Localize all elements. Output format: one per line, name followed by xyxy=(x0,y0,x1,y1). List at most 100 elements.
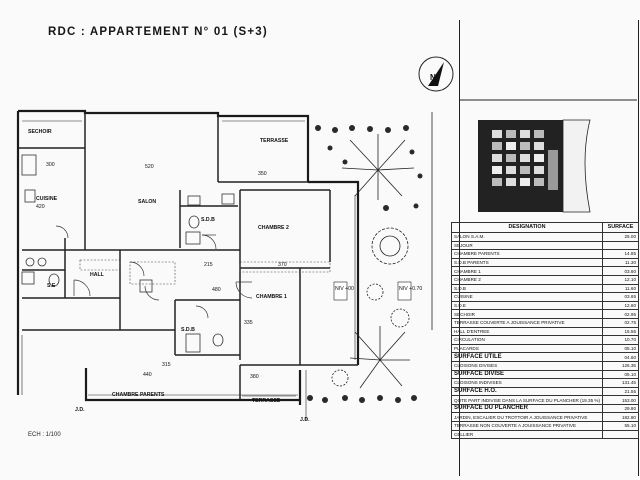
room-label-chambre2: CHAMBRE 2 xyxy=(258,225,289,231)
table-row: SEJOUR xyxy=(450,240,639,251)
shrub-icon xyxy=(383,205,389,211)
row-surface: 04.60 xyxy=(602,352,639,362)
garden-vegetation xyxy=(307,125,423,403)
row-designation: CHAMBRE PARENTS xyxy=(450,249,604,259)
bush-icon xyxy=(366,283,384,301)
shrub-icon xyxy=(403,125,409,131)
room-label-terrasse-top: TERRASSE xyxy=(260,138,289,144)
row-surface: 12.10 xyxy=(602,274,639,285)
level-label-1: NIV +00 xyxy=(335,286,354,292)
table-row: SURFACE H.O.21.55 xyxy=(450,386,639,397)
tree-canopy xyxy=(379,235,401,257)
row-designation: SEJOUR xyxy=(450,240,604,251)
row-surface: 11.60 xyxy=(602,283,639,294)
row-surface: 21.55 xyxy=(602,386,639,397)
placards xyxy=(79,259,331,285)
room-label-hall: HALL xyxy=(90,272,105,278)
row-designation: TERRASSE COUVERTE A JOUISSANCE PRIVATIVE xyxy=(450,317,604,328)
table-row: QOTE PART INDIVISE DANS LA SURFACE DU PL… xyxy=(450,395,639,405)
row-designation: CLOISONS INDIVISES xyxy=(450,378,604,388)
interior-walls xyxy=(18,113,358,400)
table-header-surface: SURFACE xyxy=(602,222,639,233)
row-designation: QOTE PART INDIVISE DANS LA SURFACE DU PL… xyxy=(450,395,604,405)
row-designation: HALL D'ENTREE xyxy=(450,326,604,337)
dimension-label: 440 xyxy=(143,372,152,378)
row-surface: 55.10 xyxy=(602,421,639,431)
shrub-icon xyxy=(411,395,417,401)
shrub-icon xyxy=(322,397,328,403)
row-surface: 126.35 xyxy=(602,360,639,371)
row-surface: 15.55 xyxy=(602,326,639,337)
table-row: JARDIN, ESCALIER DU TROTTOIR A JOUISSANC… xyxy=(450,412,639,423)
jd-left-label: J.D. xyxy=(75,407,85,413)
level-box-1 xyxy=(333,281,348,301)
shrub-icon xyxy=(359,397,365,403)
row-designation: TERRASSE NON COUVERTE A JOUISSANCE PRIVA… xyxy=(450,421,604,431)
row-surface: 05.10 xyxy=(602,343,639,354)
row-surface: 153.00 xyxy=(602,395,639,405)
room-label-sechoir: SECHOIR xyxy=(28,129,52,135)
tree-icon xyxy=(371,227,409,265)
row-designation: JARDIN, ESCALIER DU TROTTOIR A JOUISSANC… xyxy=(450,412,604,423)
row-designation: SALON S.A.M. xyxy=(450,232,604,242)
row-surface: 03.65 xyxy=(602,292,639,302)
row-surface: 131.45 xyxy=(602,378,639,388)
bush-icon xyxy=(331,369,349,387)
room-label-chambre-parents: CHAMBRE PARENTS xyxy=(112,392,165,398)
dimension-label: 350 xyxy=(258,171,267,177)
row-surface: 05.10 xyxy=(602,369,639,380)
row-surface xyxy=(602,429,639,440)
row-surface: 02.75 xyxy=(602,317,639,328)
row-designation: S.D.E xyxy=(450,300,604,311)
north-arrow-icon: N xyxy=(418,56,454,92)
dimension-label: 335 xyxy=(244,320,253,326)
plan-title: RDC : APPARTEMENT N° 01 (S+3) xyxy=(48,26,268,38)
shrub-icon xyxy=(349,125,355,131)
windows xyxy=(21,120,356,420)
row-surface: 26.00 xyxy=(602,232,639,242)
row-designation: CLOISONS DIVISES xyxy=(450,360,604,371)
table-row: CELLIER xyxy=(450,429,639,440)
dimension-label: 370 xyxy=(278,262,287,268)
shrub-icon xyxy=(417,173,423,179)
room-label-terrasse-bottom: TERRASSE xyxy=(252,398,281,404)
room-label-salon: SALON xyxy=(138,199,156,205)
row-designation: CIRCULATION xyxy=(450,335,604,345)
row-designation: SURFACE H.O. xyxy=(450,386,604,397)
level-label-2: NIV +0.70 xyxy=(399,286,422,292)
dimension-label: 300 xyxy=(46,162,55,168)
palm-tree-icon xyxy=(341,134,415,200)
table-row: SALON S.A.M.26.00 xyxy=(450,232,639,242)
palm-tree-icon xyxy=(349,326,410,389)
dimension-label: 380 xyxy=(250,374,259,380)
row-designation: SECHOIR xyxy=(450,309,604,319)
dimension-label: 215 xyxy=(204,262,213,268)
dimension-label: 520 xyxy=(145,164,154,170)
room-label-se: S.E xyxy=(47,283,56,289)
row-surface: 182.80 xyxy=(602,412,639,423)
dimension-label: 480 xyxy=(212,287,221,293)
row-designation: PLACARDS xyxy=(450,343,604,354)
shrub-icon xyxy=(395,397,401,403)
row-designation: CHAMBRE 2 xyxy=(450,274,604,285)
row-surface: 02.95 xyxy=(602,309,639,319)
fixtures xyxy=(21,154,235,353)
table-row: TERRASSE COUVERTE A JOUISSANCE PRIVATIVE… xyxy=(450,317,639,328)
row-designation: S.D.B PARENTS xyxy=(450,257,604,268)
row-designation: CELLIER xyxy=(450,429,604,440)
dimension-label: 420 xyxy=(36,204,45,210)
door-swings xyxy=(55,225,253,319)
